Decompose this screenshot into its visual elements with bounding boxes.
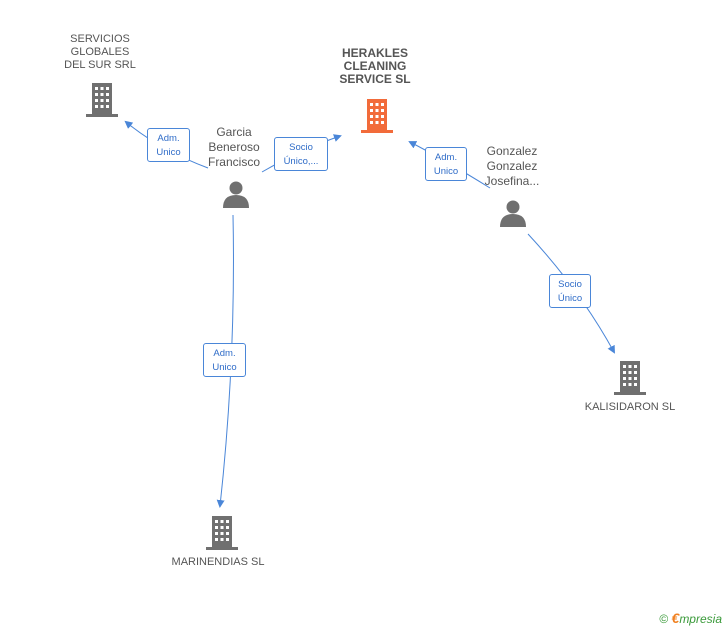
relation-badge-garcia-servicios[interactable]: Adm. Unico <box>147 128 190 162</box>
building-icon[interactable] <box>614 361 646 395</box>
relation-badge-gonzalez-kalisidaron[interactable]: Socio Único <box>549 274 591 308</box>
building-icon[interactable] <box>206 516 238 550</box>
person-label-gonzalez[interactable]: Gonzalez Gonzalez Josefina... <box>484 144 540 188</box>
company-label-kalisidaron[interactable]: KALISIDARON SL <box>584 401 676 413</box>
empresia-logo-text: mpresia <box>679 612 722 626</box>
building-icon[interactable] <box>86 83 118 117</box>
copyright-icon: © <box>659 612 669 626</box>
building-icon[interactable] <box>361 99 393 133</box>
relation-badge-garcia-marinendias[interactable]: Adm. Unico <box>203 343 246 377</box>
company-label-herakles[interactable]: HERAKLES CLEANING SERVICE SL <box>339 46 411 86</box>
company-label-servicios[interactable]: SERVICIOS GLOBALES DEL SUR SRL <box>64 33 136 71</box>
person-label-garcia[interactable]: Garcia Beneroso Francisco <box>207 125 260 169</box>
empresia-logo-initial: € <box>671 610 680 626</box>
relation-badge-gonzalez-herakles[interactable]: Adm. Unico <box>425 147 467 181</box>
person-icon[interactable] <box>222 180 250 208</box>
company-label-marinendias[interactable]: MARINENDIAS SL <box>171 556 265 568</box>
person-icon[interactable] <box>499 199 527 227</box>
relation-badge-garcia-herakles[interactable]: Socio Único,... <box>274 137 328 171</box>
empresia-watermark: © €mpresia <box>659 610 722 626</box>
